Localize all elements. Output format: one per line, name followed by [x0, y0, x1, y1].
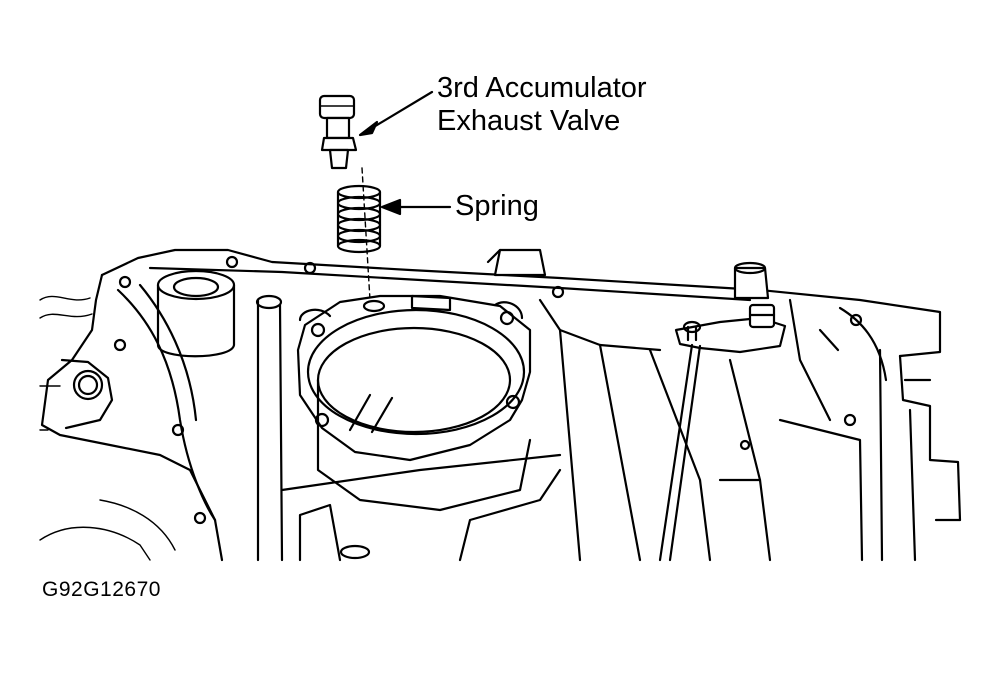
leader-arrows	[358, 90, 452, 216]
valve-label-line1: 3rd Accumulator	[437, 72, 647, 104]
lower-case-cavities	[280, 298, 888, 562]
valve-label-line2: Exhaust Valve	[437, 105, 621, 137]
background-edge-lines	[39, 295, 176, 561]
case-right-flange	[878, 348, 962, 562]
case-body	[40, 248, 942, 562]
manual-detent-lever	[658, 261, 787, 562]
figure-code: G92G12670	[42, 578, 161, 601]
spring	[336, 184, 382, 254]
accumulator-bore	[296, 294, 532, 512]
spring-callout-label: Spring	[455, 190, 539, 222]
accumulator-exhaust-valve	[318, 94, 358, 170]
rear-boss	[486, 248, 547, 277]
bolt-holes	[113, 255, 863, 525]
valve-callout-label: 3rd Accumulator Exhaust Valve	[437, 72, 647, 138]
